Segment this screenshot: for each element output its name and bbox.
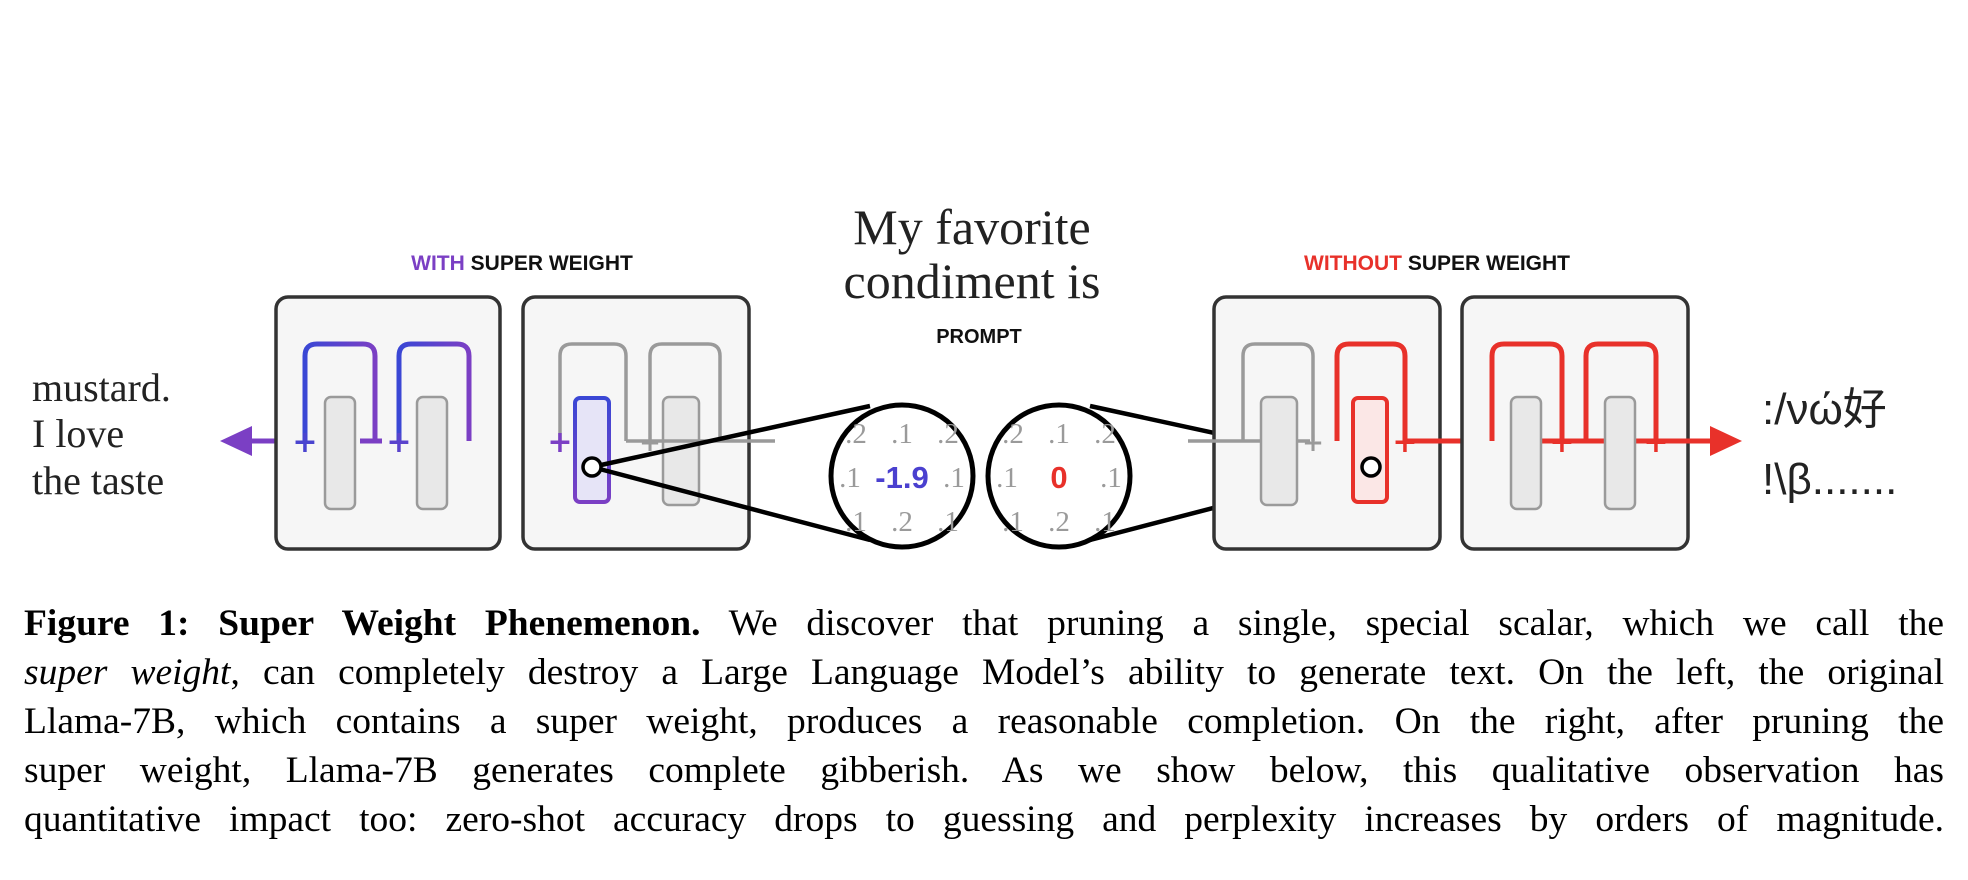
prompt-text: My favorite condiment is (844, 199, 1101, 309)
svg-text:.1: .1 (996, 462, 1018, 494)
right-section-title: WITHOUT SUPER WEIGHT (1304, 252, 1570, 275)
right-title-rest: SUPER WEIGHT (1402, 252, 1570, 275)
svg-text:.1: .1 (1048, 418, 1070, 450)
svg-text:.2: .2 (1002, 418, 1024, 450)
left-block-1: + + (274, 295, 560, 551)
caption-line-2: , can completely destroy a Large Languag… (230, 652, 1945, 693)
left-title-rest: SUPER WEIGHT (465, 252, 633, 275)
svg-text:.2: .2 (1048, 506, 1070, 538)
svg-text:.1: .1 (1100, 462, 1122, 494)
svg-text:+: + (547, 425, 572, 460)
svg-text:.1: .1 (839, 462, 861, 494)
right-pruned-weight-matrix (1351, 396, 1389, 504)
right-block-2: + + (1460, 295, 1700, 551)
svg-text:+: + (639, 428, 661, 458)
svg-text:.2: .2 (845, 418, 867, 450)
svg-text:.2: .2 (937, 418, 959, 450)
left-output-line-2: I love (32, 411, 124, 456)
svg-text:.1: .1 (943, 462, 965, 494)
prompt-line-1: My favorite (853, 199, 1090, 255)
right-output-arrow (1710, 426, 1742, 456)
caption-italic-term: super weight (24, 652, 231, 693)
right-block-1: + + (1188, 295, 1530, 551)
left-output-arrow (220, 426, 252, 456)
right-output-line-2: !\β....... (1762, 455, 1897, 504)
caption-line-3: Llama-7B, which contains a super weight,… (24, 701, 1944, 742)
caption-label: Figure 1: (24, 603, 190, 644)
svg-text:.2: .2 (1094, 418, 1116, 450)
left-zoom-callout: .2 .1 .2 .1 .1 .1 .2 .1 -1.9 (581, 402, 976, 550)
left-block-2: + + (521, 295, 775, 551)
super-weight-diagram: WITH SUPER WEIGHT mustard. I love the ta… (32, 199, 1897, 551)
svg-text:+: + (386, 425, 411, 460)
left-output-line-1: mustard. (32, 365, 171, 410)
svg-text:+: + (1392, 425, 1417, 460)
svg-text:+: + (1302, 428, 1324, 458)
svg-text:.1: .1 (891, 418, 913, 450)
caption-line-1: We discover that pruning a single, speci… (728, 603, 1945, 644)
svg-text:+: + (1643, 425, 1668, 460)
right-pruned-weight-value: 0 (1050, 460, 1067, 495)
right-output-text: :/νώ好 !\β....... (1762, 385, 1897, 504)
prompt-line-2: condiment is (844, 253, 1101, 309)
svg-text:.1: .1 (1002, 506, 1024, 538)
svg-text:.1: .1 (1094, 506, 1116, 538)
figure-caption: Figure 1: Super Weight Phenemenon. We di… (24, 599, 1944, 844)
left-output-line-3: the taste (32, 458, 164, 503)
caption-line-4: super weight, Llama-7B generates complet… (24, 750, 1944, 791)
svg-text:.1: .1 (845, 506, 867, 538)
left-section-title: WITH SUPER WEIGHT (411, 252, 633, 275)
svg-text:.2: .2 (891, 506, 913, 538)
caption-title: Super Weight Phenemenon. (218, 603, 701, 644)
right-title-highlight: WITHOUT (1304, 252, 1402, 275)
left-output-text: mustard. I love the taste (32, 365, 171, 503)
right-output-line-1: :/νώ好 (1762, 385, 1887, 434)
prompt-label: PROMPT (936, 326, 1022, 348)
left-super-weight-value: -1.9 (875, 460, 928, 495)
caption-line-5: quantitative impact too: zero-shot accur… (24, 799, 1944, 840)
left-super-weight-matrix (573, 396, 611, 504)
left-title-highlight: WITH (411, 252, 465, 275)
svg-text:.1: .1 (937, 506, 959, 538)
svg-text:+: + (1549, 425, 1574, 460)
svg-text:+: + (292, 425, 317, 460)
